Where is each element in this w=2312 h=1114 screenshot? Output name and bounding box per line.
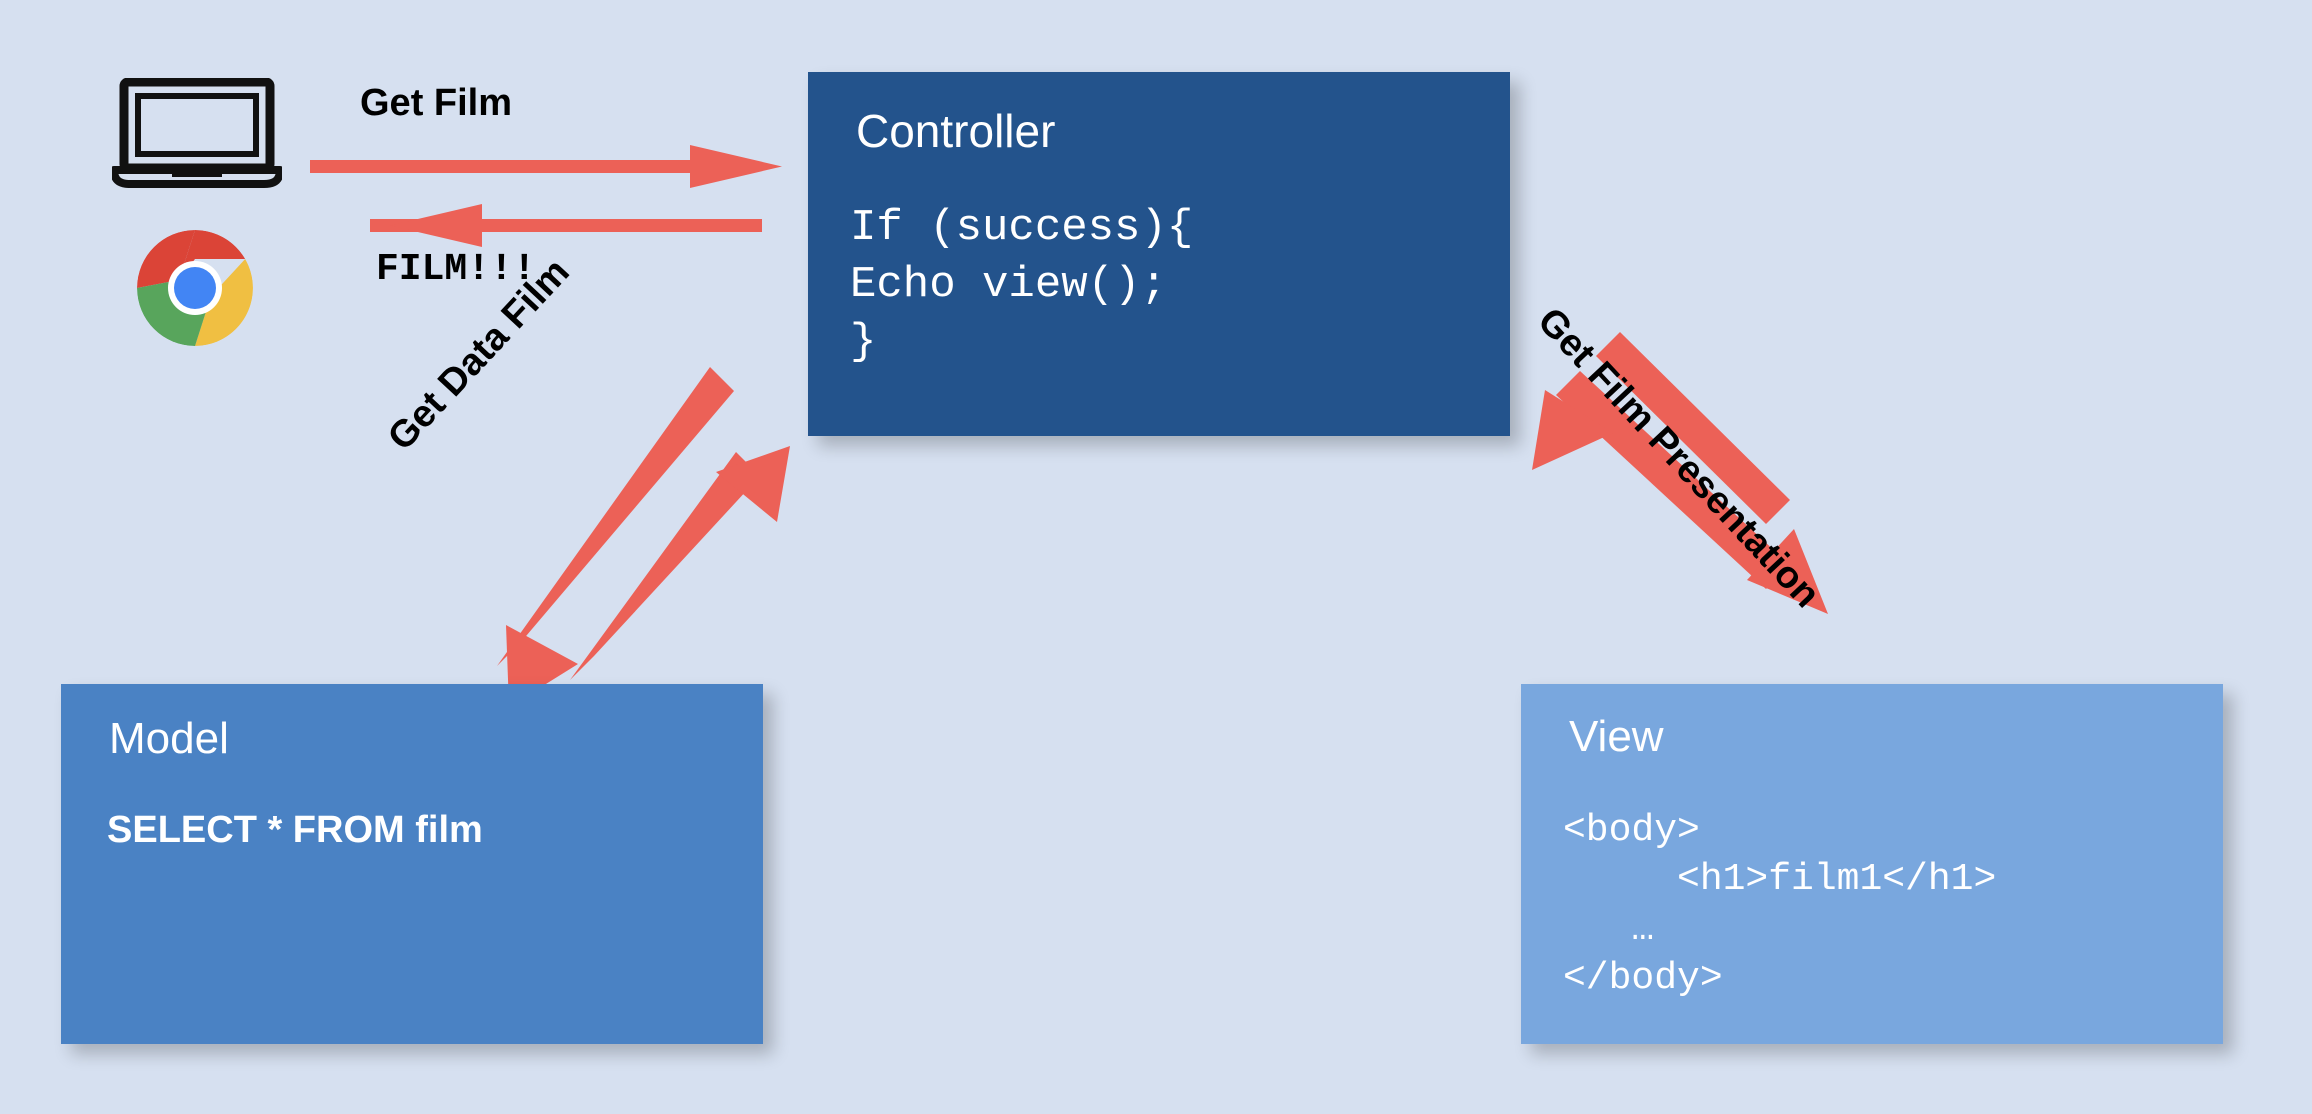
- arrow-label-get-film-presentation: Get Film Presentation: [1529, 300, 1828, 616]
- controller-box: Controller If (success){ Echo view(); }: [808, 72, 1510, 436]
- arrow-model-to-controller: [570, 446, 790, 680]
- view-code: <body> <h1>film1</h1> … </body>: [1563, 809, 1997, 1001]
- view-box: View <body> <h1>film1</h1> … </body>: [1521, 684, 2223, 1044]
- arrow-client-to-controller: [310, 145, 782, 188]
- arrow-controller-to-model: [497, 367, 734, 707]
- model-query: SELECT * FROM film: [107, 809, 483, 851]
- view-title: View: [1569, 712, 1664, 761]
- arrow-label-film: FILM!!!: [376, 248, 536, 291]
- controller-code: If (success){ Echo view(); }: [850, 203, 1194, 368]
- controller-title: Controller: [856, 105, 1056, 157]
- arrow-controller-to-client: [370, 204, 762, 247]
- chrome-icon: [137, 230, 253, 346]
- model-title: Model: [109, 714, 229, 763]
- model-box: Model SELECT * FROM film: [61, 684, 763, 1044]
- laptop-icon: [112, 78, 282, 188]
- arrow-label-get-film: Get Film: [360, 82, 513, 124]
